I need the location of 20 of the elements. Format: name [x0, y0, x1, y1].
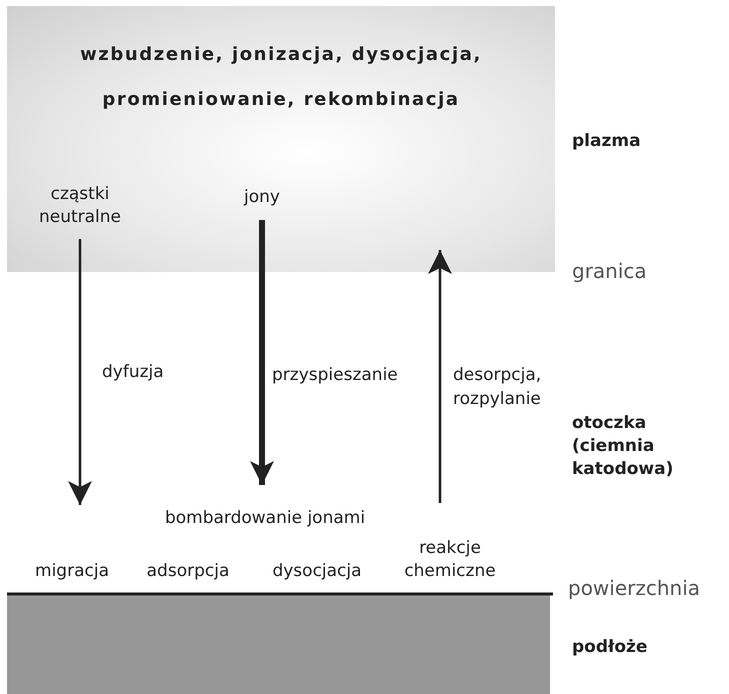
- edge-label: dyfuzja: [102, 361, 165, 384]
- arrow: [250, 220, 274, 485]
- species-label: jony: [237, 186, 287, 210]
- plasma-region: [7, 6, 555, 272]
- process-list: wzbudzenie, jonizacja, dysocjacja, promieniowanie, rekombinacja: [11, 32, 551, 122]
- process-label: bombardowanie jonami: [164, 507, 366, 530]
- process-label: adsorpcja: [146, 560, 230, 583]
- edge-label: desorpcja, rozpylanie: [453, 364, 542, 411]
- boundary-label: granica: [572, 260, 648, 283]
- process-label: migracja: [34, 560, 110, 583]
- region-label: otoczka (ciemnia katodowa): [572, 412, 674, 481]
- region-label: plazma: [572, 130, 642, 153]
- region-label: podłoże: [572, 636, 648, 659]
- arrow: [68, 239, 92, 505]
- process-label: reakcje chemiczne: [403, 537, 497, 583]
- arrow: [428, 250, 452, 503]
- edge-label: przyspieszanie: [272, 364, 399, 387]
- boundary-label: powierzchnia: [568, 577, 702, 600]
- process-label: dysocjacja: [271, 560, 363, 583]
- species-label: cząstki neutralne: [25, 183, 135, 229]
